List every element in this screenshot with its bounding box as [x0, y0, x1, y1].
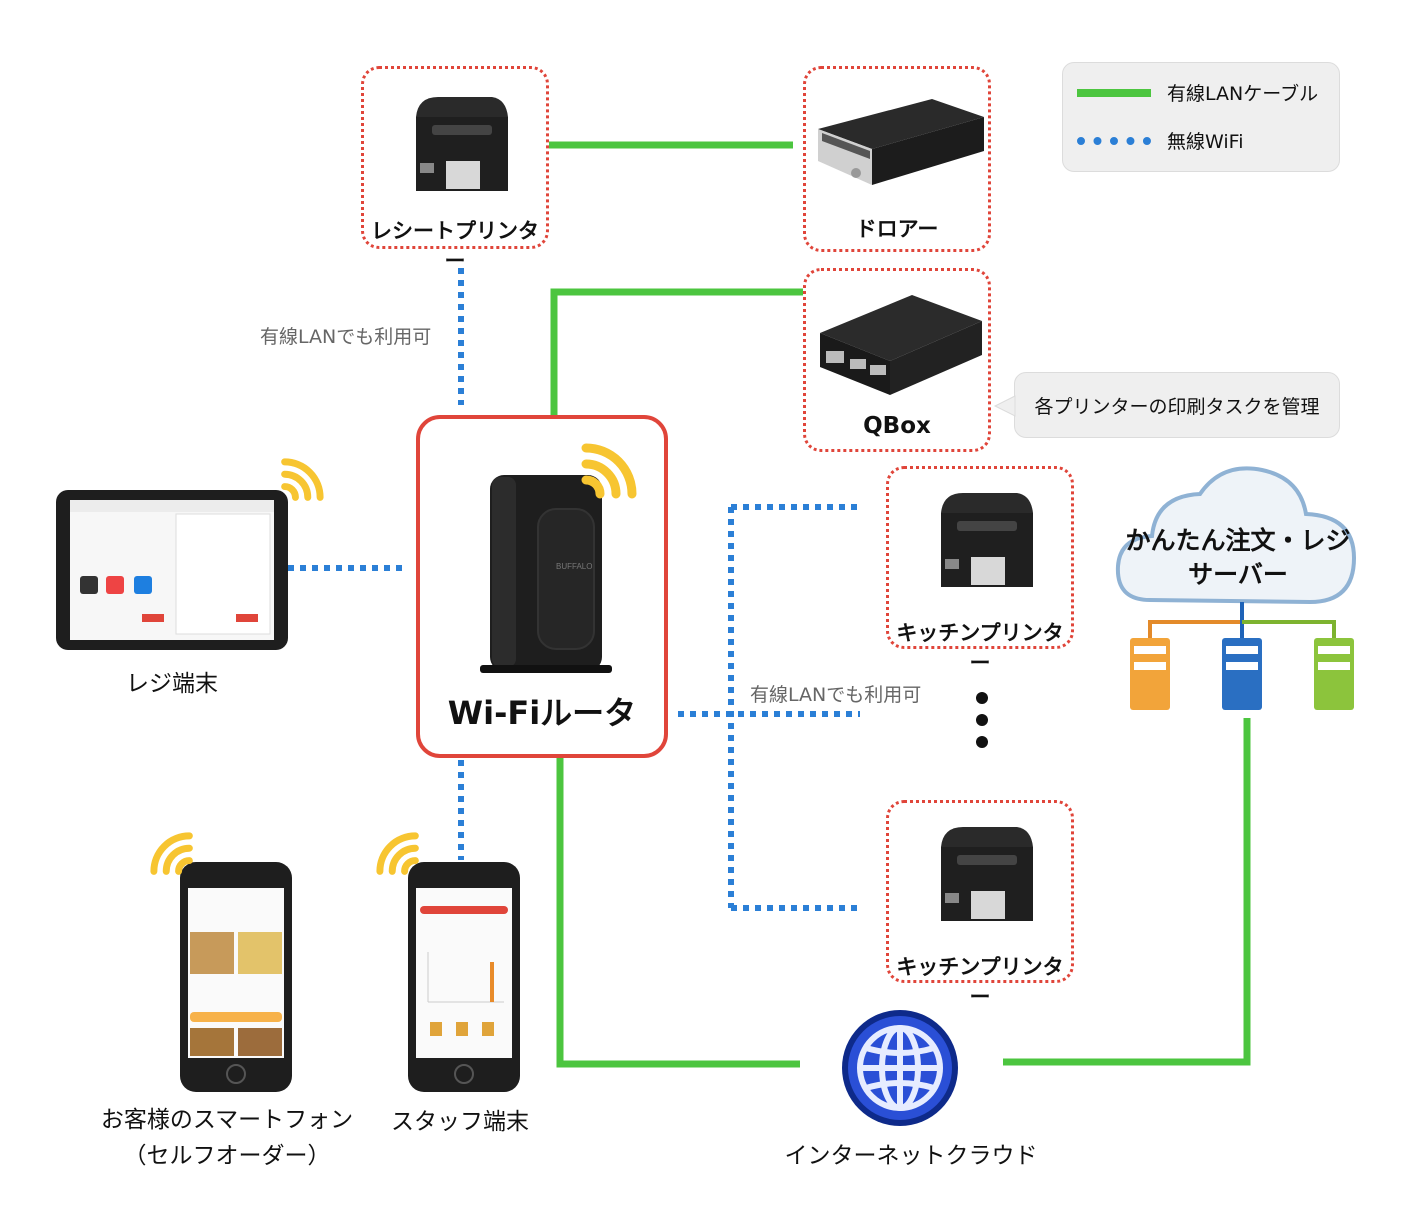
- smartphone-icon: [408, 862, 520, 1092]
- qbox-note-bubble: 各プリンターの印刷タスクを管理: [1014, 372, 1340, 438]
- wired-line-router-internet: [556, 758, 800, 1068]
- qbox-node: QBox: [803, 268, 991, 452]
- printer-icon: [941, 827, 1033, 921]
- globe-icon: [842, 1010, 958, 1126]
- legend-wired-label: 有線LANケーブル: [1167, 83, 1319, 105]
- lan-ok-note-right: 有線LANでも利用可: [750, 684, 922, 706]
- customer-phone-label-line1: お客様のスマートフォン: [100, 1107, 354, 1133]
- smartphone-icon: [180, 862, 292, 1092]
- server-label-line2: サーバー: [1188, 560, 1288, 589]
- legend-wifi-label: 無線WiFi: [1167, 131, 1244, 153]
- customer-phone-label-line2: （セルフオーダー）: [123, 1143, 331, 1169]
- drawer-label: ドロアー: [855, 217, 939, 241]
- kitchen-printer-node-1: キッチンプリンター: [886, 466, 1074, 675]
- wired-line-router-qbox: [550, 288, 803, 415]
- qbox-note-text: 各プリンターの印刷タスクを管理: [1034, 395, 1320, 418]
- wifi-router-icon: BUFFALO: [480, 475, 612, 673]
- legend-wired: 有線LANケーブル: [1077, 79, 1318, 106]
- bubble-tail: [993, 395, 1016, 417]
- wired-line-internet-server: [1003, 718, 1251, 1066]
- legend-wifi-swatch: [1077, 136, 1151, 145]
- more-printers-dots: [976, 692, 988, 748]
- legend-wired-swatch: [1077, 88, 1151, 97]
- cash-drawer-icon: [818, 99, 984, 185]
- receipt-printer-label: レシートプリンター: [371, 219, 539, 273]
- wifi-signal-icon: [376, 832, 419, 875]
- drawer-node: ドロアー: [803, 66, 991, 252]
- legend-wifi: 無線WiFi: [1077, 127, 1243, 154]
- cloud-server-icon: [1115, 466, 1357, 710]
- kitchen-printer-node-2: キッチンプリンター: [886, 800, 1074, 1009]
- server-label-line1: かんたん注文・レジ: [1125, 526, 1351, 555]
- lan-ok-note-top: 有線LANでも利用可: [260, 326, 432, 348]
- internet-label: インターネットクラウド: [784, 1143, 1038, 1169]
- qbox-label: QBox: [863, 413, 931, 439]
- kitchen-printer-label-2: キッチンプリンター: [896, 955, 1064, 1009]
- server-label: かんたん注文・レジ サーバー: [1120, 524, 1356, 592]
- register-label: レジ端末: [126, 671, 218, 697]
- router-label: Wi-Fiルータ: [447, 694, 637, 732]
- wifi-signal-icon: [281, 458, 324, 501]
- printer-icon: [941, 493, 1033, 587]
- wifi-signal-icon: [150, 832, 193, 875]
- legend: 有線LANケーブル 無線WiFi: [1062, 62, 1340, 172]
- router-brand: BUFFALO: [556, 562, 592, 571]
- receipt-printer-node: レシートプリンター: [361, 66, 549, 273]
- wifi-signal-icon: [581, 443, 637, 499]
- customer-phone-label: お客様のスマートフォン （セルフオーダー）: [92, 1102, 362, 1174]
- printer-icon: [416, 97, 508, 191]
- mini-computer-icon: [820, 295, 982, 395]
- tablet-icon: [56, 490, 288, 650]
- staff-phone-label: スタッフ端末: [391, 1109, 529, 1135]
- kitchen-printer-label-1: キッチンプリンター: [896, 621, 1064, 675]
